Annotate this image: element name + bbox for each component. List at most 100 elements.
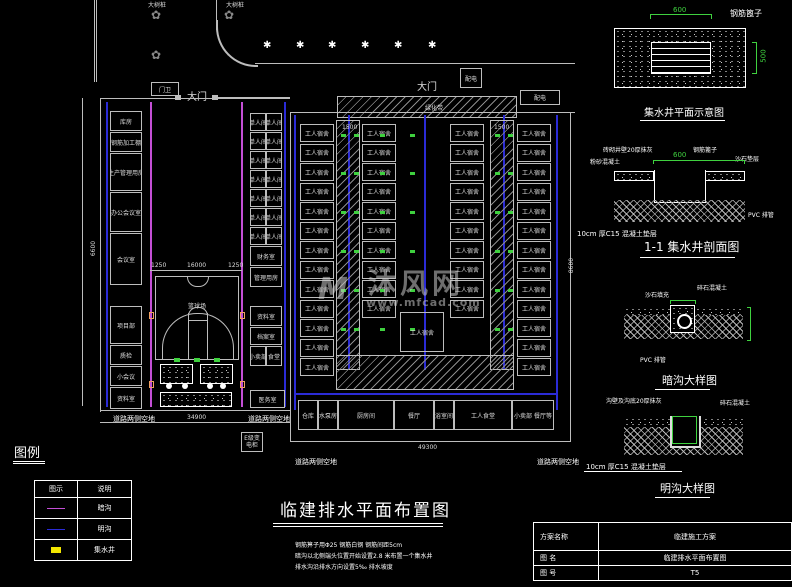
blind-drain-title: 暗沟大样图 (662, 374, 717, 387)
title-underline (640, 120, 725, 121)
gate-post (212, 95, 218, 100)
room-label: 工人宿舍 (304, 247, 329, 255)
room-label: 钢筋加工棚 (111, 139, 142, 147)
room-single: 单人间 (250, 151, 266, 169)
dorm-room: 工人宿舍 (362, 182, 396, 201)
sump-pit (508, 134, 513, 137)
dorm-room: 工人宿舍 (517, 319, 551, 337)
area-label: 道路两侧空地 (113, 415, 155, 423)
section-soil (614, 200, 745, 222)
callout-label: 沙石填充 (645, 292, 670, 299)
left-block-bottom (100, 410, 290, 411)
room-label: 单人间 (251, 176, 266, 184)
room-label: 单人间 (267, 138, 282, 146)
dorm-room: 工人宿舍 (517, 163, 551, 181)
sump-pit (341, 328, 346, 331)
room-single: 单人间 (250, 208, 266, 226)
room-label: 工人宿舍 (454, 306, 479, 313)
drawing-notes: 钢筋箅子用Φ25 钢筋白钢 钢筋间距5cm 暗沟以北侧端头位置开始设置2.8 米… (295, 540, 432, 573)
room-label: 工人宿舍 (454, 150, 479, 157)
dim-left-offset: 1250 (151, 262, 167, 269)
light-icon (166, 383, 172, 389)
sump-pit (410, 250, 415, 253)
room-label: 工人宿舍 (409, 329, 434, 337)
room-label: 单人间 (251, 214, 266, 222)
room-label: 工人宿舍 (521, 228, 546, 235)
open-drain (556, 115, 558, 410)
dorm-room: 工人宿舍 (300, 143, 334, 162)
legend-symbol (34, 497, 78, 519)
room-label: 工人宿舍 (454, 189, 479, 196)
tree-label: 大树桩 (226, 2, 245, 9)
dorm-room: 工人宿舍 (517, 202, 551, 220)
room-left-3: 生产管理用房 (110, 153, 142, 191)
room-label: 工人宿舍 (304, 228, 329, 235)
title-block-table: 方案名称 临建施工方案 图 名 临建排水平面布置图 图 号 T5 (533, 522, 792, 581)
right-block-top (290, 112, 575, 113)
room-label: 餐厅 (407, 412, 420, 420)
sump-pit (341, 250, 346, 253)
room-label: 工人宿舍 (454, 228, 479, 235)
dorm-room: 工人宿舍 (362, 202, 396, 220)
dim-hatch-right: 1500 (494, 124, 510, 131)
room-single: 单人间 (250, 227, 266, 245)
dorm-room: 工人宿舍 (450, 182, 484, 201)
sump-pit-section (654, 170, 706, 203)
callout-label: 沟壁及沟底20厚抹灰 (606, 398, 662, 405)
steel-grate (651, 42, 711, 74)
room-single: 单人间 (266, 132, 282, 150)
room-label: 工人宿舍 (304, 189, 329, 196)
callout-label: 10cm 厚C15 混凝土垫层 (577, 230, 657, 238)
legend-col-desc: 说明 (77, 480, 132, 498)
sump-section-title: 1-1 集水井剖面图 (644, 240, 740, 254)
bottom-room: 水泵房 (318, 400, 338, 430)
sump-pit (495, 328, 500, 331)
room-label: 工人宿舍 (454, 286, 479, 294)
callout-label: 钢筋篦子 (730, 9, 762, 18)
right-block-wall-left (290, 112, 291, 442)
dim-line (670, 300, 696, 304)
shrub-icon: ✱ (296, 40, 305, 51)
area-label: 道路两侧空地 (248, 415, 290, 423)
section-surface (614, 171, 654, 181)
sump-pit (508, 289, 513, 292)
legend-underline (13, 461, 45, 462)
dorm-room: 工人宿舍 (517, 299, 551, 318)
hatched-label: 绿化带 (425, 105, 444, 112)
room-single: 单人间 (266, 208, 282, 226)
sump-pit (354, 211, 359, 214)
dorm-room: 工人宿舍 (300, 182, 334, 201)
pink-line-icon (47, 507, 65, 509)
court-arc-top (187, 276, 209, 287)
shrub-icon: ✱ (361, 40, 370, 51)
dorm-room: 工人宿舍 (362, 280, 396, 298)
room-label: 档案室 (256, 333, 275, 341)
room-label: 库房 (119, 118, 132, 126)
area-label: 道路两侧空地 (537, 458, 579, 466)
bottom-room: 小卖部 餐厅等 (512, 400, 554, 430)
sump-pit (354, 134, 359, 137)
shrub-icon: ✱ (263, 40, 272, 51)
room-label: 工人宿舍 (366, 130, 391, 138)
room-label: 工人宿舍 (366, 306, 391, 313)
dorm-room: 工人宿舍 (517, 358, 551, 376)
tb-value: 临建施工方案 (598, 522, 792, 551)
tb-label: 图 号 (533, 565, 599, 581)
hatched-path (336, 355, 514, 390)
room-left-6: 项目部 (110, 306, 142, 344)
room-label: 工人宿舍 (366, 189, 391, 196)
blind-surface (624, 307, 672, 315)
bottom-room: 工人食堂 (454, 400, 512, 430)
dim-left-width: 34900 (187, 414, 207, 421)
dim-width: 600 (673, 151, 687, 159)
light-icon (207, 383, 213, 389)
callout-label: 碎石混凝土 (720, 400, 751, 407)
note-line: 钢筋箅子用Φ25 钢筋白钢 钢筋间距5cm (295, 542, 403, 549)
dorm-room: 工人宿舍 (300, 221, 334, 240)
dorm-room: 工人宿舍 (300, 299, 334, 318)
dorm-room: 工人宿舍 (300, 358, 334, 376)
room-label: 工人宿舍 (521, 130, 546, 138)
guard-label: 门卫 (158, 86, 171, 94)
room-label: 管理用房 (253, 274, 278, 282)
room-right-12: 食堂 (266, 346, 282, 366)
